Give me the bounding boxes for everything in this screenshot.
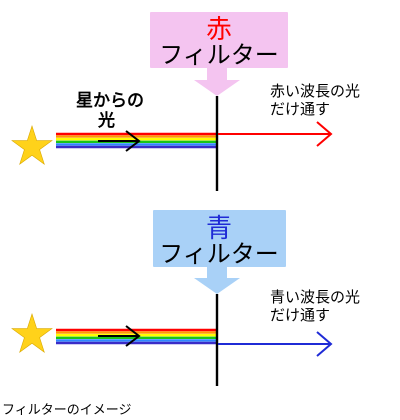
star-icon (11, 313, 53, 353)
arrow-right-icon (98, 130, 141, 152)
blue-filter-panel: 青 フィルター 青い波長の光 だけ通す (11, 210, 360, 386)
diagram-caption: フィルターのイメージ (2, 403, 132, 418)
blue-filter-box (153, 210, 286, 267)
arrow-right-icon (98, 325, 141, 347)
red-filter-color-word: 赤 (206, 15, 232, 45)
red-filter-box (150, 12, 288, 68)
red-filter-pointer-stem (207, 67, 227, 81)
starlight-label-line2: 光 (97, 110, 115, 131)
blue-passed-light-line2: だけ通す (270, 306, 330, 324)
blue-passed-light-line1: 青い波長の光 (270, 288, 360, 306)
red-passed-light-line1: 赤い波長の光 (270, 82, 360, 100)
red-light-arrow (218, 121, 333, 147)
blue-light-arrow (218, 331, 333, 357)
blue-filter-pointer-head (194, 278, 240, 294)
red-filter-pointer-head (194, 80, 240, 96)
starlight-label-line1: 星からの (76, 91, 144, 111)
red-filter-panel: 赤 フィルター 星からの 光 赤い波長の光 だけ通す (11, 12, 360, 191)
red-passed-light-line2: だけ通す (270, 100, 330, 118)
blue-filter-word: フィルター (159, 240, 279, 268)
blue-filter-color-word: 青 (206, 214, 232, 244)
starlight-rainbow-beam (56, 132, 217, 149)
red-filter-word: フィルター (159, 41, 279, 69)
star-icon (11, 125, 53, 165)
blue-filter-pointer-stem (207, 266, 227, 279)
